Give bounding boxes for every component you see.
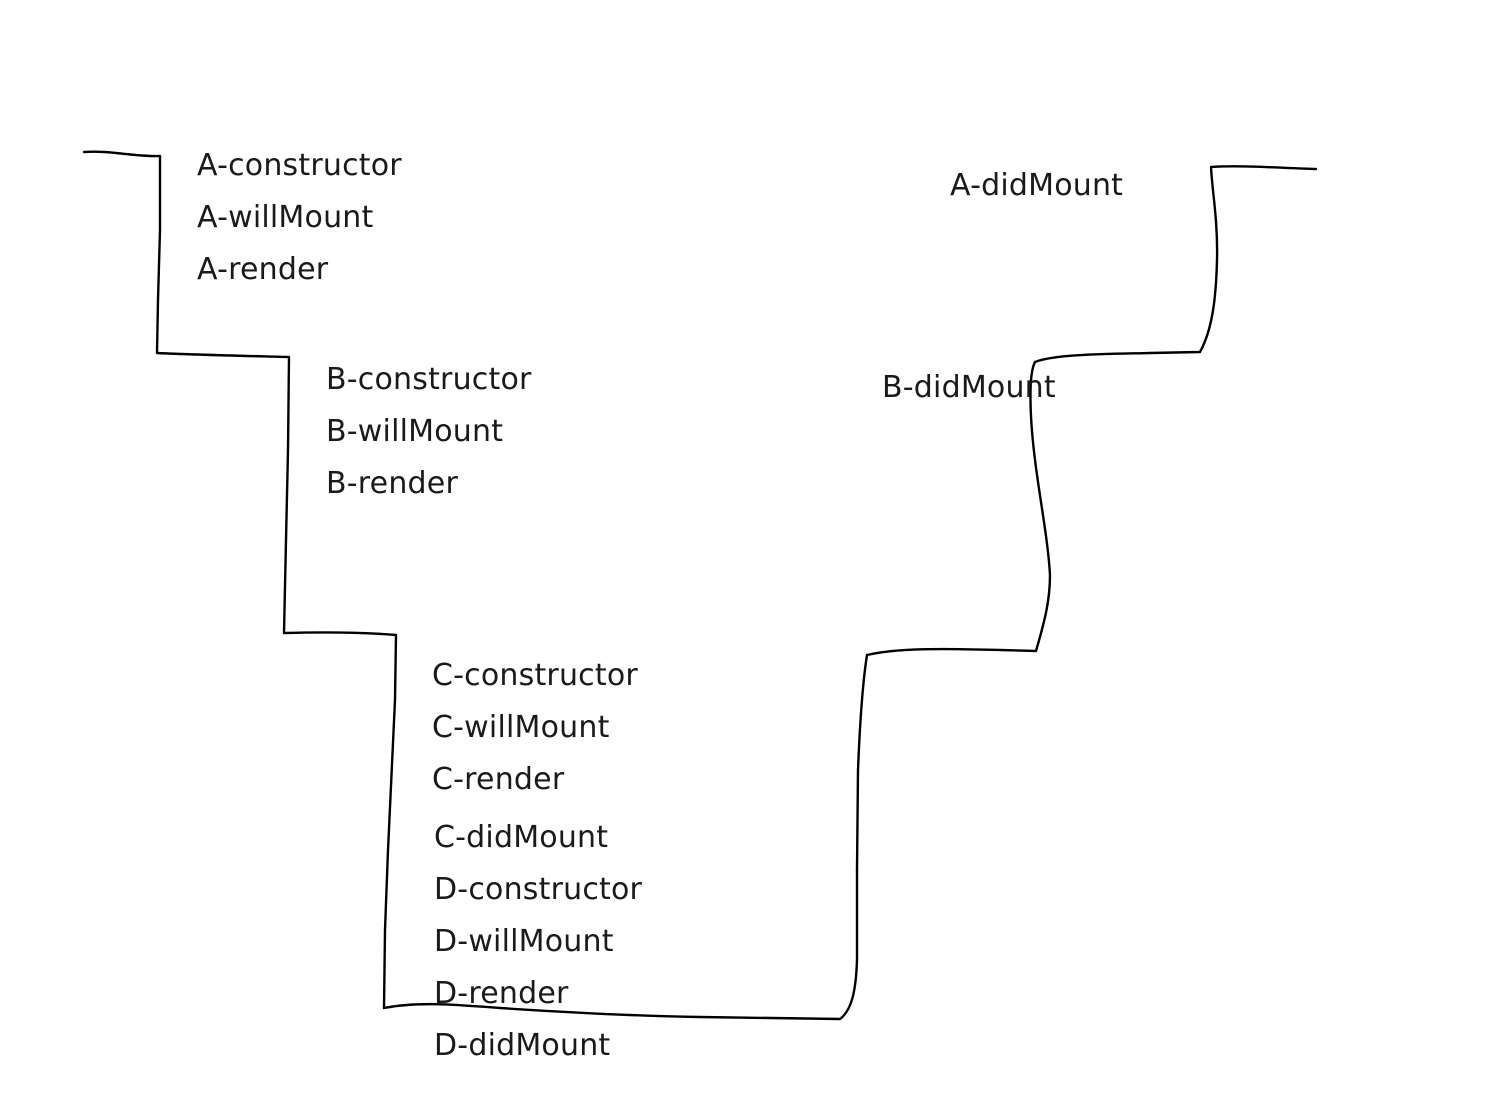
descending-step-line — [82, 150, 398, 1010]
label-a-willmount: A-willMount — [197, 200, 374, 235]
label-c-willmount: C-willMount — [432, 710, 610, 745]
label-d-willmount: D-willMount — [434, 924, 614, 959]
bottom-line — [382, 653, 869, 1021]
label-a-render: A-render — [197, 252, 329, 287]
label-d-constructor: D-constructor — [434, 872, 643, 907]
label-a-didmount: A-didMount — [950, 168, 1124, 203]
label-d-render: D-render — [434, 976, 569, 1011]
label-c-render: C-render — [432, 762, 565, 797]
label-b-willmount: B-willMount — [326, 414, 504, 449]
label-c-constructor: C-constructor — [432, 658, 638, 693]
label-a-constructor: A-constructor — [197, 148, 402, 183]
label-b-didmount: B-didMount — [882, 370, 1056, 405]
label-b-constructor: B-constructor — [326, 362, 532, 397]
label-b-render: B-render — [326, 466, 458, 501]
label-d-didmount: D-didMount — [434, 1028, 611, 1063]
ascending-step-line — [865, 165, 1318, 657]
label-c-didmount: C-didMount — [434, 820, 609, 855]
